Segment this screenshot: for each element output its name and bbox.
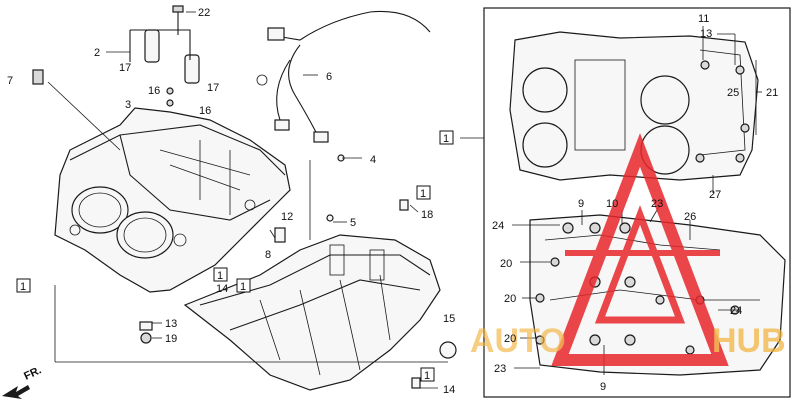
direction-label: FR.	[22, 364, 43, 382]
svg-text:1: 1	[217, 270, 223, 282]
wire-harness[interactable]	[256, 10, 431, 143]
callout-5[interactable]: 5	[350, 217, 356, 229]
callout-20[interactable]: 20	[504, 293, 516, 305]
boxed-ref-1[interactable]: 1	[236, 278, 251, 293]
boxed-ref-1[interactable]: 1	[16, 278, 31, 293]
callout-16[interactable]: 16	[148, 85, 160, 97]
callout-14[interactable]: 14	[216, 283, 228, 295]
callout-9[interactable]: 9	[578, 198, 584, 210]
callout-20[interactable]: 20	[500, 258, 512, 270]
callout-18[interactable]: 18	[421, 209, 433, 221]
svg-text:1: 1	[424, 370, 430, 382]
watermark: AUTO HUB	[470, 133, 786, 366]
boxed-ref-1[interactable]: 1	[439, 130, 454, 145]
callout-7[interactable]: 7	[7, 75, 13, 87]
callout-16[interactable]: 16	[199, 105, 211, 117]
callout-15[interactable]: 15	[443, 313, 455, 325]
callout-21[interactable]: 21	[766, 87, 778, 99]
callout-17[interactable]: 17	[207, 82, 219, 94]
callout-12[interactable]: 12	[281, 211, 293, 223]
callout-4[interactable]: 4	[370, 154, 376, 166]
callout-10[interactable]: 10	[606, 198, 618, 210]
boxed-ref-1[interactable]: 1	[416, 185, 431, 200]
watermark-text-left: AUTO	[470, 322, 566, 360]
callout-8[interactable]: 8	[265, 249, 271, 261]
svg-text:1: 1	[443, 133, 449, 145]
callout-labels: 22 2 17 17 16 16 3 7 6 4 5 12 8 18 13 19…	[7, 7, 778, 396]
callout-23[interactable]: 23	[494, 363, 506, 375]
callout-14[interactable]: 14	[443, 384, 455, 396]
lower-crankcase[interactable]	[183, 234, 441, 391]
callout-3[interactable]: 3	[125, 99, 131, 111]
callout-24[interactable]: 24	[730, 305, 742, 317]
upper-crankcase[interactable]	[54, 107, 291, 293]
callout-9[interactable]: 9	[600, 381, 606, 393]
callout-27[interactable]: 27	[709, 189, 721, 201]
callout-6[interactable]: 6	[326, 71, 332, 83]
callout-24[interactable]: 24	[492, 220, 504, 232]
callout-11[interactable]: 11	[698, 13, 709, 25]
front-direction-arrow: FR.	[2, 364, 43, 399]
svg-text:1: 1	[420, 188, 426, 200]
boxed-ref-1[interactable]: 1	[420, 367, 435, 382]
inset-panel	[483, 7, 791, 398]
watermark-text-right: HUB	[712, 322, 786, 360]
callout-20[interactable]: 20	[504, 333, 516, 345]
callout-19[interactable]: 19	[165, 333, 177, 345]
callout-26[interactable]: 26	[684, 211, 696, 223]
svg-text:1: 1	[20, 281, 26, 293]
callout-13[interactable]: 13	[700, 28, 712, 40]
callout-22[interactable]: 22	[198, 7, 210, 19]
callout-2[interactable]: 2	[94, 47, 100, 59]
leader-lines	[47, 11, 448, 389]
callout-17[interactable]: 17	[119, 62, 131, 74]
callout-23[interactable]: 23	[651, 198, 663, 210]
svg-text:1: 1	[240, 281, 246, 293]
callout-13[interactable]: 13	[165, 318, 177, 330]
small-parts	[32, 5, 457, 389]
callout-25[interactable]: 25	[727, 87, 739, 99]
boxed-ref-1[interactable]: 1	[213, 267, 228, 282]
